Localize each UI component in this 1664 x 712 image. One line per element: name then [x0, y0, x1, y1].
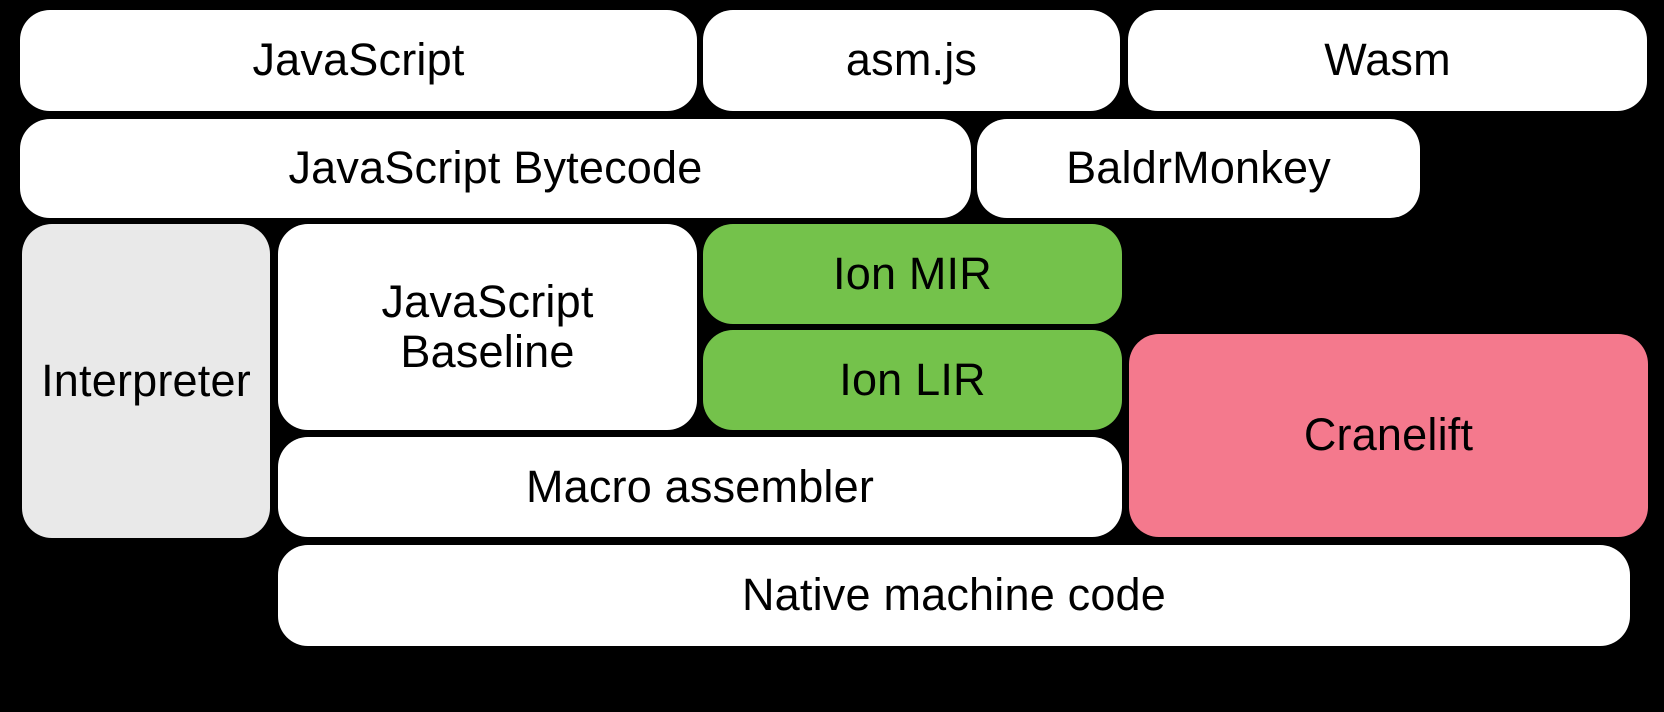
node-macro-assembler: Macro assembler — [278, 437, 1122, 537]
node-native-machine-code: Native machine code — [278, 545, 1630, 646]
node-javascript: JavaScript — [20, 10, 697, 111]
node-ion-mir: Ion MIR — [703, 224, 1122, 324]
node-cranelift: Cranelift — [1129, 334, 1648, 537]
node-javascript-baseline: JavaScript Baseline — [278, 224, 697, 430]
node-asmjs: asm.js — [703, 10, 1120, 111]
node-wasm: Wasm — [1128, 10, 1647, 111]
node-ion-lir: Ion LIR — [703, 330, 1122, 430]
node-javascript-bytecode: JavaScript Bytecode — [20, 119, 971, 218]
node-baldrmonkey: BaldrMonkey — [977, 119, 1420, 218]
node-interpreter: Interpreter — [22, 224, 270, 538]
